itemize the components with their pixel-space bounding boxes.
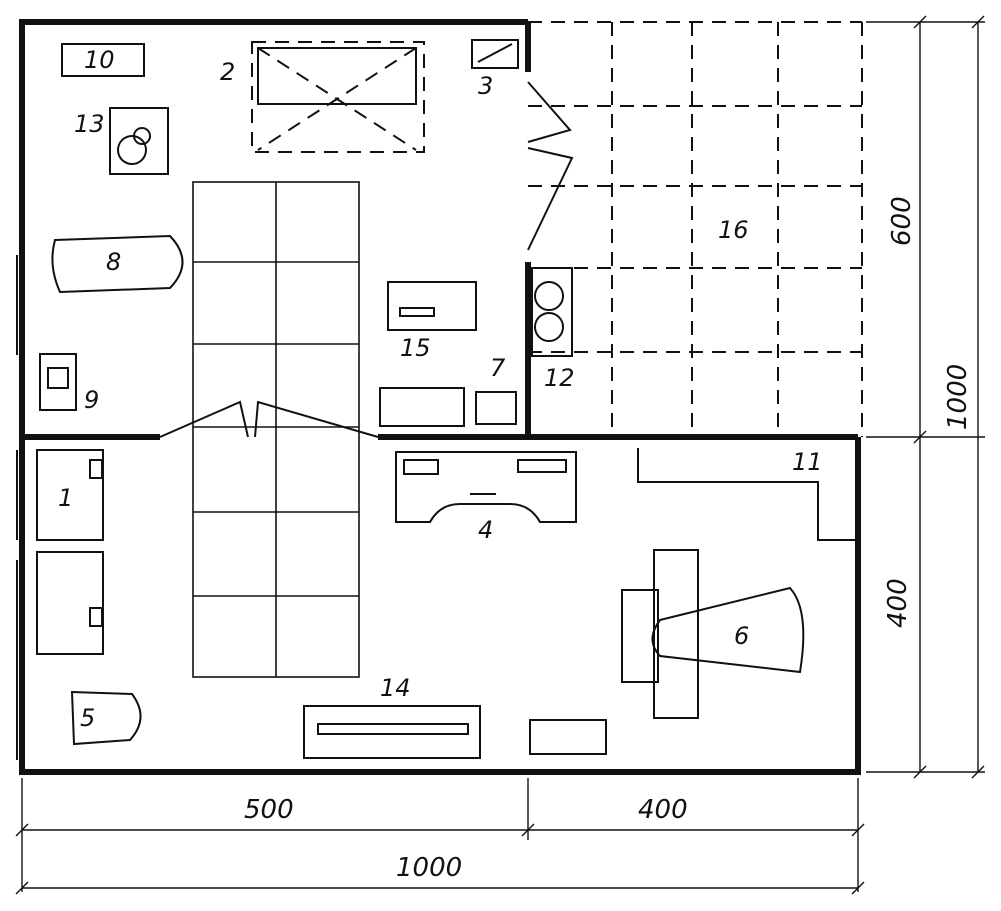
label-6: 6 — [734, 622, 749, 650]
bench-unlabeled — [379, 387, 465, 427]
equipment-6 — [621, 549, 805, 719]
label-13: 13 — [74, 110, 105, 138]
dimension-right-upper: 600 — [887, 196, 917, 246]
equipment-8 — [51, 234, 184, 294]
equipment-13 — [109, 107, 169, 175]
bench-small-unlabeled — [529, 719, 607, 755]
label-14: 14 — [380, 674, 411, 702]
label-16: 16 — [718, 216, 749, 244]
equipment-10 — [61, 43, 145, 77]
yard-area-16 — [528, 21, 863, 437]
dimension-right-total: 1000 — [943, 364, 973, 430]
equipment-15 — [387, 281, 477, 331]
label-7: 7 — [490, 354, 506, 382]
dimension-bottom-total: 1000 — [396, 853, 462, 883]
equipment-1 — [36, 449, 104, 541]
equipment-4 — [395, 451, 577, 523]
building-walls — [16, 19, 861, 775]
label-12: 12 — [544, 364, 575, 392]
equipment-11 — [637, 448, 858, 541]
label-8: 8 — [106, 248, 121, 276]
dimension-right-lower: 400 — [883, 578, 913, 628]
label-2: 2 — [220, 58, 235, 86]
label-1: 1 — [58, 484, 73, 512]
track-grid — [192, 181, 360, 678]
label-5: 5 — [80, 704, 95, 732]
equipment-9 — [39, 353, 77, 411]
equipment-14 — [303, 705, 481, 759]
label-11: 11 — [792, 448, 823, 476]
label-10: 10 — [84, 46, 115, 74]
equipment-7 — [475, 391, 517, 425]
door-swings — [159, 81, 574, 438]
equipment-2 — [251, 41, 425, 153]
cabinet-unlabeled — [36, 551, 104, 655]
label-3: 3 — [478, 72, 493, 100]
dimension-bottom-right: 400 — [638, 795, 688, 825]
dimension-lines-right — [866, 15, 985, 779]
equipment-12 — [531, 267, 573, 357]
dimension-bottom-left: 500 — [244, 795, 294, 825]
label-4: 4 — [478, 516, 493, 544]
dimension-lines-bottom — [15, 778, 865, 895]
label-9: 9 — [84, 386, 99, 414]
label-15: 15 — [400, 334, 431, 362]
item-labels: 10 2 3 13 8 16 15 7 12 9 1 4 11 6 14 5 — [58, 46, 823, 732]
equipment-5 — [70, 690, 142, 746]
equipment-3 — [471, 39, 519, 69]
